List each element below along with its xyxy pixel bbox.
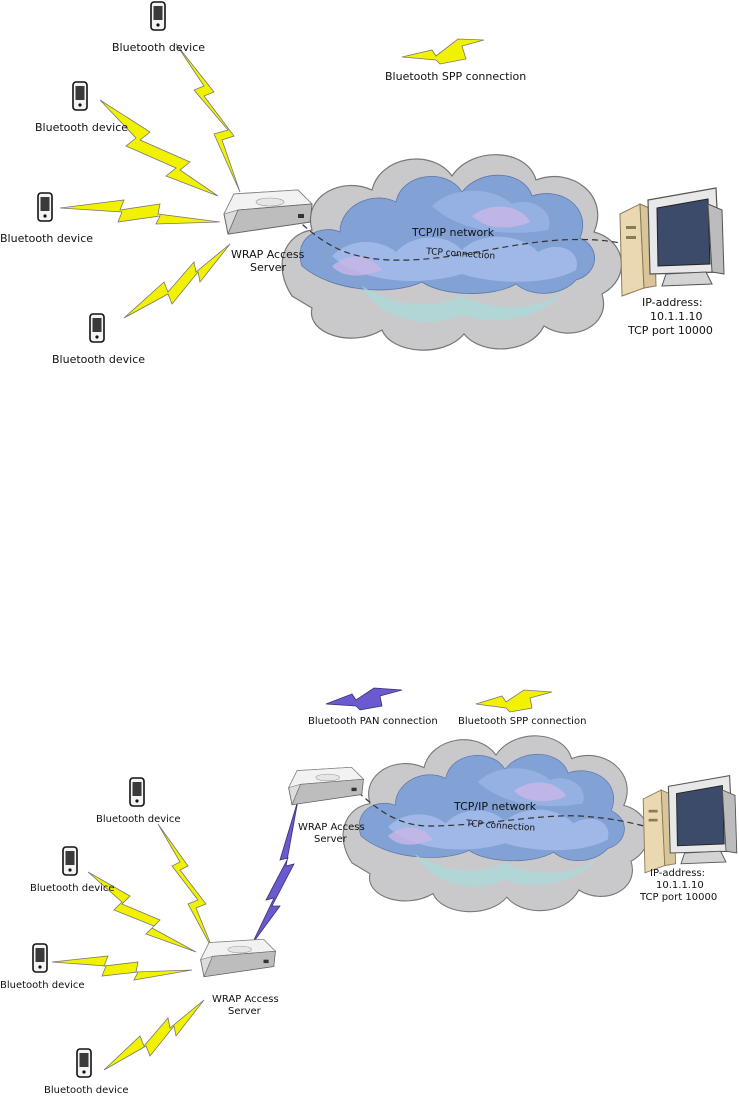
phone-icon bbox=[32, 943, 48, 973]
spp-bolt-1 bbox=[157, 823, 215, 953]
server-label-line1: WRAP Access bbox=[231, 248, 305, 261]
diagram-1: Bluetooth SPP connection Bluetooth devic… bbox=[0, 1, 725, 366]
device-label: Bluetooth device bbox=[44, 1085, 129, 1096]
connection-label: TCP connection bbox=[425, 247, 496, 262]
network-label: TCP/IP network bbox=[411, 226, 495, 239]
device-label: Bluetooth device bbox=[52, 353, 145, 366]
device-label: Bluetooth device bbox=[0, 232, 93, 245]
spp-bolt-3 bbox=[51, 955, 193, 981]
pc-label-line1: IP-address: bbox=[650, 868, 705, 879]
router-icon bbox=[223, 189, 313, 235]
legend-spp-label: Bluetooth SPP connection bbox=[458, 716, 586, 727]
pc-label-line1: IP-address: bbox=[642, 296, 703, 309]
spp-bolt-1 bbox=[175, 43, 241, 193]
device-label: Bluetooth device bbox=[30, 883, 115, 894]
legend-pan-label: Bluetooth PAN connection bbox=[308, 716, 438, 727]
computer-icon bbox=[642, 775, 738, 874]
spp-bolt-4 bbox=[103, 999, 205, 1071]
pc-label-line3: TCP port 10000 bbox=[639, 892, 717, 903]
tcp-connection-line bbox=[357, 791, 645, 827]
router-icon bbox=[200, 938, 276, 978]
pc-label-line2: 10.1.1.10 bbox=[650, 310, 702, 323]
computer-icon bbox=[619, 187, 725, 297]
device-label: Bluetooth device bbox=[35, 121, 128, 134]
router-icon bbox=[288, 766, 364, 806]
server-top-label-line2: Server bbox=[314, 834, 348, 845]
phone-icon bbox=[72, 81, 88, 111]
pan-bolt bbox=[251, 799, 299, 945]
device-label: Bluetooth device bbox=[0, 980, 85, 991]
spp-bolt-2 bbox=[99, 99, 219, 197]
phone-icon bbox=[129, 777, 145, 807]
network-label: TCP/IP network bbox=[453, 800, 537, 813]
server-label-line2: Server bbox=[250, 261, 287, 274]
spp-bolt-2 bbox=[87, 871, 197, 953]
legend-spp-label: Bluetooth SPP connection bbox=[385, 70, 526, 83]
phone-icon bbox=[150, 1, 166, 31]
phone-icon bbox=[76, 1048, 92, 1078]
spp-legend-bolt-icon bbox=[401, 38, 485, 65]
spp-bolt-4 bbox=[123, 243, 231, 319]
phone-icon bbox=[62, 846, 78, 876]
server-bottom-label-line1: WRAP Access bbox=[212, 994, 279, 1005]
device-label: Bluetooth device bbox=[96, 814, 181, 825]
pc-label-line3: TCP port 10000 bbox=[627, 324, 713, 337]
server-top-label-line1: WRAP Access bbox=[298, 822, 365, 833]
phone-icon bbox=[89, 313, 105, 343]
spp-legend-bolt-icon bbox=[475, 689, 553, 713]
device-label: Bluetooth device bbox=[112, 41, 205, 54]
pc-label-line2: 10.1.1.10 bbox=[656, 880, 704, 891]
diagram-2: Bluetooth PAN connection Bluetooth SPP c… bbox=[0, 687, 738, 1096]
tcp-connection-line bbox=[294, 217, 641, 261]
spp-bolt-3 bbox=[59, 199, 221, 225]
phone-icon bbox=[37, 192, 53, 222]
pan-legend-bolt-icon bbox=[325, 687, 403, 711]
server-bottom-label-line2: Server bbox=[228, 1006, 262, 1017]
